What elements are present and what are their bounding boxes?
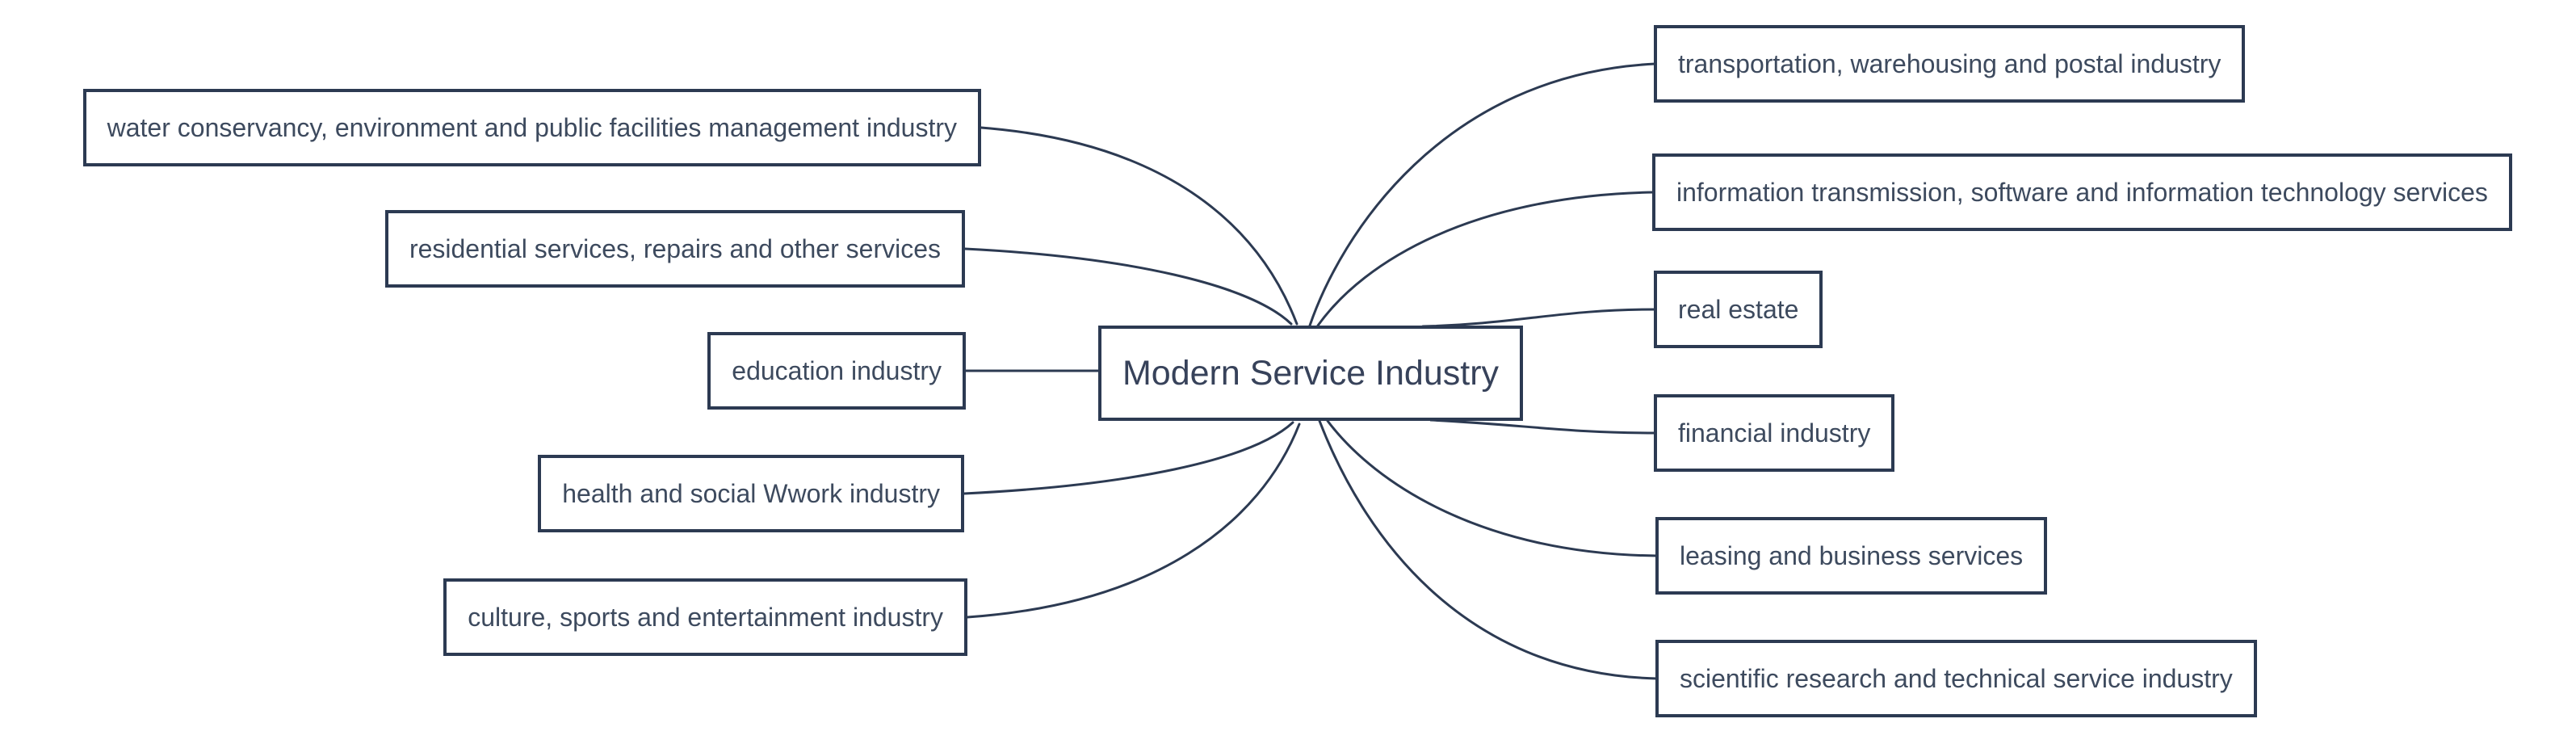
connector-information-transmission <box>1316 191 1655 327</box>
node-leasing-business-services[interactable]: leasing and business services <box>1655 517 2048 595</box>
connector-scientific-research <box>1318 419 1659 680</box>
node-label: culture, sports and entertainment indust… <box>468 602 943 632</box>
node-label: financial industry <box>1678 418 1871 448</box>
node-real-estate[interactable]: real estate <box>1654 271 1823 348</box>
connector-residential-services <box>963 247 1293 326</box>
node-label: leasing and business services <box>1680 540 2024 570</box>
node-label: real estate <box>1678 294 1799 324</box>
connector-leasing-business <box>1326 419 1659 557</box>
node-scientific-research[interactable]: scientific research and technical servic… <box>1655 640 2257 717</box>
node-water-conservancy[interactable]: water conservancy, environment and publi… <box>82 89 981 166</box>
connector-health-social-work <box>963 421 1294 495</box>
node-education-industry[interactable]: education industry <box>707 332 966 410</box>
connector-water-conservancy <box>980 126 1298 326</box>
node-health-social-work[interactable]: health and social Wwork industry <box>538 455 964 532</box>
node-label: water conservancy, environment and publi… <box>107 112 957 142</box>
node-label: scientific research and technical servic… <box>1680 663 2233 693</box>
node-label: Modern Service Industry <box>1122 353 1500 393</box>
node-label: education industry <box>732 355 942 385</box>
node-modern-service-industry[interactable]: Modern Service Industry <box>1098 326 1523 421</box>
node-label: residential services, repairs and other … <box>409 233 941 263</box>
node-label: health and social Wwork industry <box>562 478 940 508</box>
connector-real-estate <box>1421 308 1657 328</box>
node-culture-sports-entertainment[interactable]: culture, sports and entertainment indust… <box>443 578 967 656</box>
node-residential-services[interactable]: residential services, repairs and other … <box>384 210 965 288</box>
node-label: information transmission, software and i… <box>1676 177 2488 207</box>
connector-culture-sports <box>966 422 1301 619</box>
connector-transportation <box>1308 62 1657 327</box>
node-financial-industry[interactable]: financial industry <box>1654 394 1895 472</box>
connector-financial-industry <box>1429 418 1657 435</box>
node-label: transportation, warehousing and postal i… <box>1678 48 2221 78</box>
node-information-transmission[interactable]: information transmission, software and i… <box>1652 153 2512 231</box>
node-transportation-warehousing-postal[interactable]: transportation, warehousing and postal i… <box>1654 25 2246 103</box>
